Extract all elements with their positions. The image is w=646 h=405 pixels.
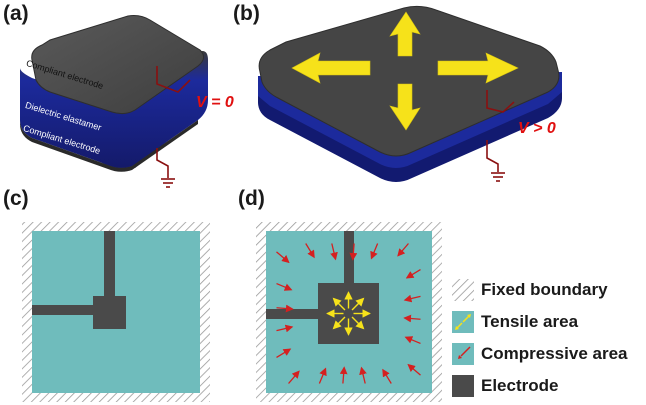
legend-fixed-swatch <box>452 279 474 301</box>
panel-d-compressive-arrows <box>276 243 421 384</box>
compressive-arrow <box>276 251 290 264</box>
compressive-arrow <box>349 243 358 261</box>
compressive-arrow <box>330 243 338 261</box>
compressive-arrow <box>382 368 392 384</box>
tensile-arrow <box>332 316 346 330</box>
compressive-arrow <box>276 304 294 313</box>
compressive-arrow <box>318 367 327 384</box>
panel-d-tensile-arrows <box>326 291 371 336</box>
legend <box>452 279 474 397</box>
compressive-arrow <box>403 314 421 323</box>
compressive-arrow <box>359 366 367 384</box>
panel-label-d: (d) <box>238 187 265 210</box>
legend-tensile-swatch <box>452 311 474 333</box>
panel-a-actuator <box>20 15 208 188</box>
arrow-left <box>291 52 371 84</box>
legend-electrode-label: Electrode <box>481 376 559 395</box>
compressive-arrow <box>288 370 300 384</box>
panel-label-c: (c) <box>3 187 29 210</box>
compressive-arrow <box>370 243 379 260</box>
arrow-up <box>389 11 421 57</box>
compressive-arrow <box>405 268 421 279</box>
compressive-arrow <box>276 324 294 333</box>
tensile-arrow <box>351 297 365 311</box>
compressive-arrow <box>397 243 409 257</box>
panel-b-actuator <box>258 5 562 182</box>
compressive-arrow <box>305 243 315 259</box>
panel-d-layout <box>256 222 442 402</box>
legend-electrode-swatch <box>452 375 474 397</box>
voltage-zero: V = 0 <box>196 94 234 111</box>
legend-tensile-label: Tensile area <box>481 312 579 331</box>
panel-b-expansion-arrows <box>291 11 519 131</box>
compressive-arrow <box>339 366 348 384</box>
compressive-arrow <box>403 294 421 303</box>
legend-fixed-label: Fixed boundary <box>481 280 608 299</box>
compressive-arrow <box>404 336 421 345</box>
panel-label-a: (a) <box>3 2 29 25</box>
compressive-arrow <box>276 282 293 291</box>
voltage-positive: V > 0 <box>518 120 556 137</box>
legend-compressive-swatch <box>452 343 474 365</box>
compressive-arrow <box>276 348 292 359</box>
tensile-arrow <box>332 297 346 311</box>
panel-label-b: (b) <box>233 2 260 25</box>
panel-c-layout <box>22 222 210 402</box>
arrow-right <box>437 52 519 84</box>
legend-compressive-label: Compressive area <box>481 344 628 363</box>
tensile-arrow <box>351 316 365 330</box>
arrow-down <box>389 83 421 131</box>
compressive-arrow <box>407 363 421 376</box>
